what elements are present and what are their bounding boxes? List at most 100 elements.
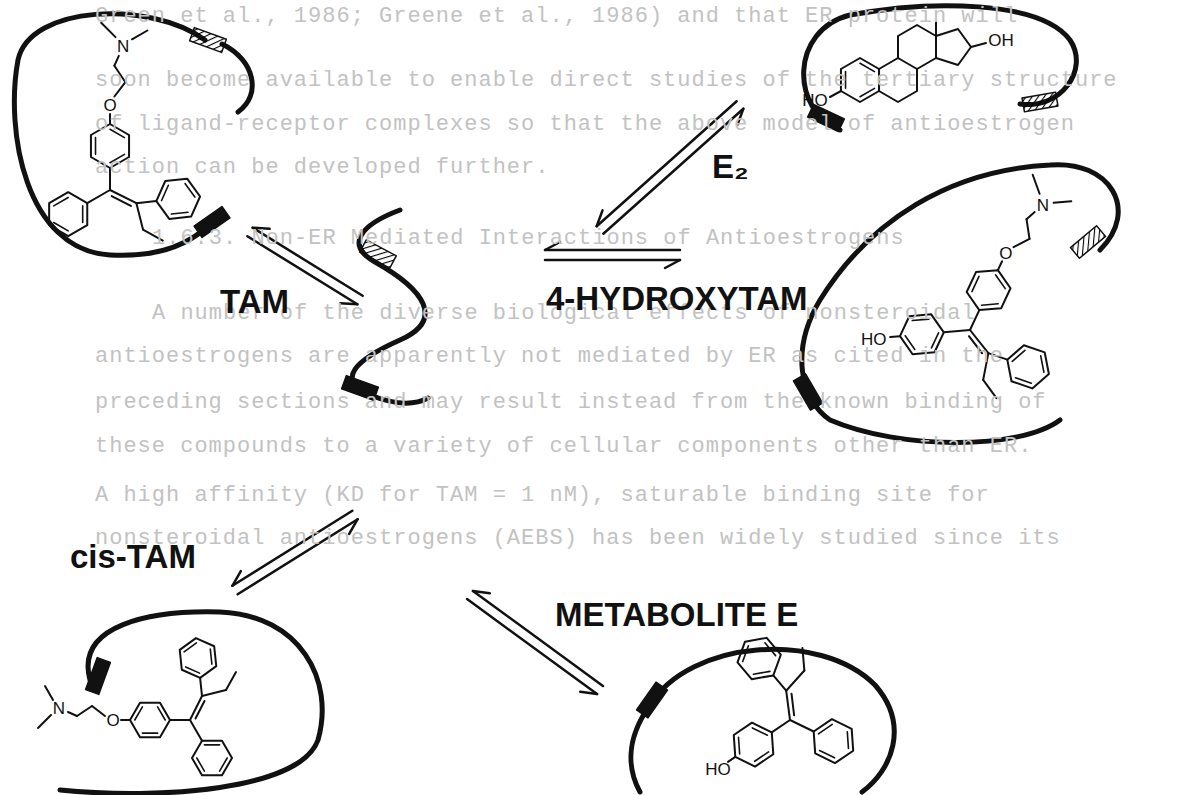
ring-double-bond xyxy=(982,304,999,305)
ring-double-bond xyxy=(82,206,84,223)
atom-label: N xyxy=(1037,196,1049,213)
page-text: Green et al., 1986; Greene et al., 1986)… xyxy=(95,6,1018,28)
bond xyxy=(773,675,786,690)
ring-double-bond xyxy=(185,184,195,198)
ring-double-bond xyxy=(186,667,200,673)
steroid-ring xyxy=(936,29,971,65)
bond xyxy=(136,201,156,203)
page-text: action can be developed further. xyxy=(95,157,549,179)
benzene-ring xyxy=(130,703,170,738)
ring-double-bond xyxy=(197,758,205,771)
bond xyxy=(196,701,205,719)
bond xyxy=(121,719,130,721)
atom-label: O xyxy=(999,245,1012,262)
bond xyxy=(112,196,131,206)
bond xyxy=(92,706,105,716)
ring-double-bond xyxy=(184,643,196,652)
ring-double-bond xyxy=(204,744,219,746)
bond xyxy=(1027,219,1030,239)
bond xyxy=(790,720,814,731)
benzene-ring xyxy=(814,719,854,763)
bond xyxy=(998,261,1002,270)
atom-label: O xyxy=(103,97,116,114)
ring-double-bond xyxy=(996,275,1006,289)
atom-label: O xyxy=(106,712,119,729)
ring-double-bond xyxy=(171,212,188,214)
ring-double-bond xyxy=(220,758,228,771)
ring-double-bond xyxy=(755,752,769,761)
bond xyxy=(786,670,804,690)
atom-label: HO xyxy=(705,760,731,777)
benzene-ring xyxy=(192,741,232,776)
ligand-label: cis-TAM xyxy=(70,540,196,573)
benzene-ring xyxy=(156,179,200,219)
bond xyxy=(200,678,202,696)
bond xyxy=(77,706,92,716)
bond xyxy=(170,719,190,721)
bond xyxy=(45,686,53,700)
atom-label: HO xyxy=(802,92,828,109)
bond xyxy=(114,56,118,66)
benzene-ring xyxy=(180,638,217,678)
ring-double-bond xyxy=(210,649,212,664)
ring-double-bond xyxy=(752,728,767,735)
ring-double-bond xyxy=(738,737,739,754)
atom-label: N xyxy=(53,700,65,717)
benzene-ring xyxy=(734,723,774,767)
bond xyxy=(1014,239,1030,247)
page-text: A high affinity (KD for TAM = 1 nM), sat… xyxy=(95,485,990,507)
ring-double-bond xyxy=(158,707,166,720)
ring-double-bond xyxy=(972,276,979,291)
ligand-label: TAM xyxy=(220,285,289,318)
bond xyxy=(890,335,900,338)
bond xyxy=(68,712,77,716)
atom-label: OH xyxy=(988,32,1014,49)
bond xyxy=(1054,201,1072,202)
page-text: preceding sections and may result instea… xyxy=(95,392,1047,414)
ring-double-bond xyxy=(95,138,97,155)
ring-double-bond xyxy=(1041,356,1044,372)
bond xyxy=(190,720,202,741)
page-text: nonsteroidal antioestrogens (AEBS) has b… xyxy=(95,528,1061,550)
bond xyxy=(226,672,236,690)
arrow-head xyxy=(473,591,490,593)
arrow-head xyxy=(580,692,597,694)
page-text: soon become available to enable direct s… xyxy=(95,70,1118,92)
page-text: of ligand-receptor complexes so that the… xyxy=(95,114,1075,136)
ring-double-bond xyxy=(54,223,68,231)
ring-double-bond xyxy=(142,732,157,734)
benzene-ring xyxy=(49,192,87,236)
page-text: these compounds to a variety of cellular… xyxy=(95,436,1032,458)
hatched-binding-site xyxy=(190,28,227,53)
bond xyxy=(1027,212,1035,219)
benzene-ring xyxy=(1007,345,1049,388)
ring-double-bond xyxy=(1012,350,1025,361)
bond xyxy=(792,694,795,715)
bond xyxy=(136,203,143,229)
ring-double-bond xyxy=(847,732,848,749)
black-binding-site xyxy=(637,682,668,718)
ring-double-bond xyxy=(1015,378,1031,383)
bond xyxy=(87,190,110,203)
steroid-ring xyxy=(898,25,936,69)
bond xyxy=(786,691,790,720)
ligand-label: E₂ xyxy=(712,150,749,183)
benzene-ring xyxy=(737,638,780,679)
atom-label: HO xyxy=(861,330,887,347)
hatched-binding-site xyxy=(1022,92,1058,112)
ring-double-bond xyxy=(820,750,835,757)
bond xyxy=(38,715,51,728)
receptor-outline xyxy=(650,649,894,792)
bond xyxy=(202,690,226,696)
ring-double-bond xyxy=(765,643,776,656)
arrow-head xyxy=(232,571,240,586)
black-binding-site xyxy=(86,658,111,695)
bond xyxy=(772,720,790,732)
ring-double-bond xyxy=(135,707,143,720)
ligand-label: 4-HYDROXYTAM xyxy=(546,282,808,315)
arrow-head xyxy=(665,260,680,268)
ring-double-bond xyxy=(162,185,169,200)
hatched-binding-site xyxy=(1070,226,1105,259)
bond xyxy=(802,648,804,671)
